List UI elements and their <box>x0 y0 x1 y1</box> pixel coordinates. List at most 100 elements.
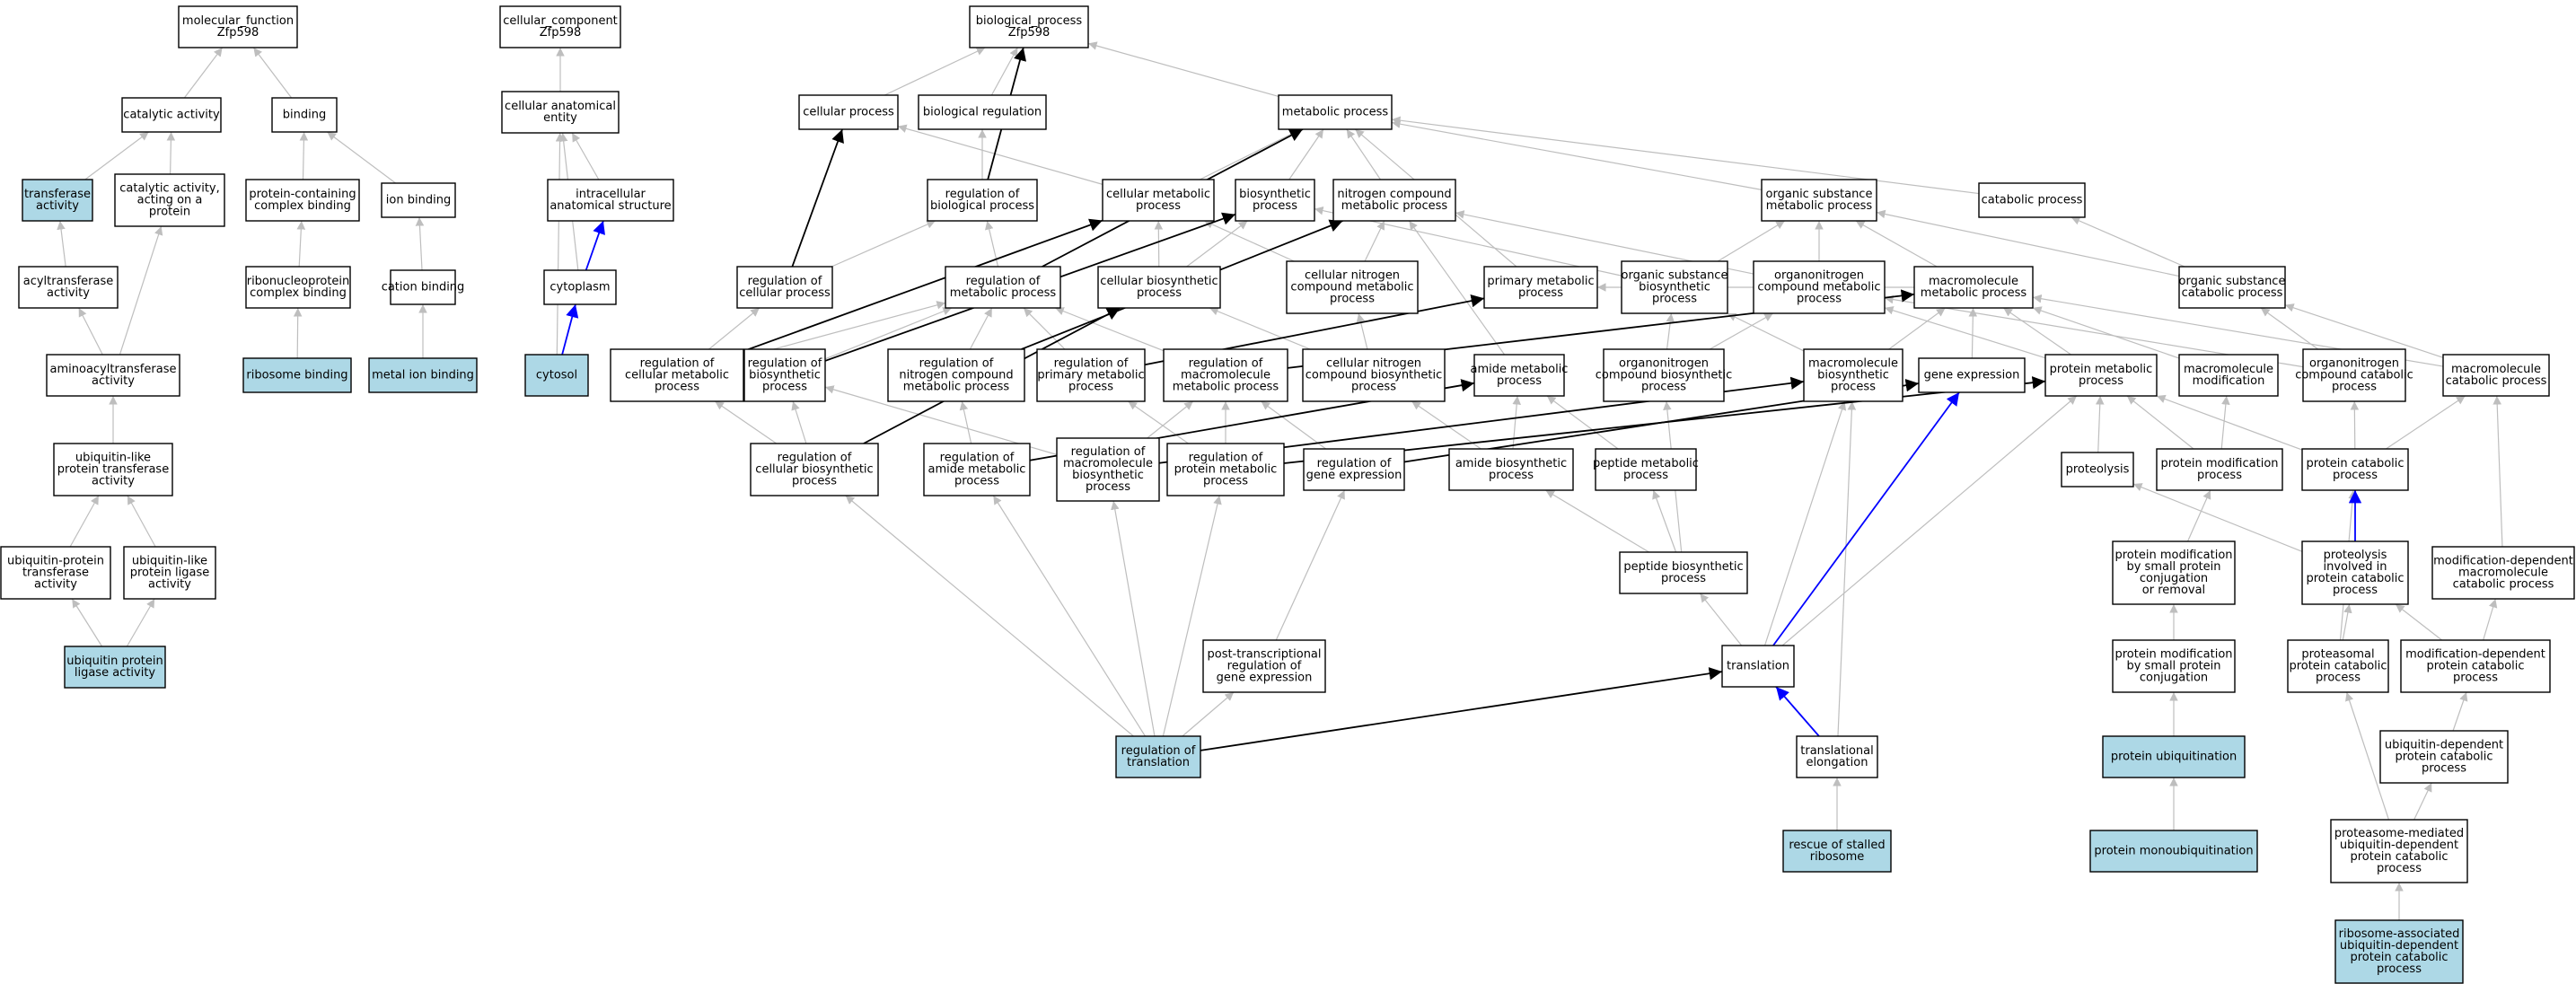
node-ionb[interactable]: ion binding <box>381 182 456 218</box>
node-catp[interactable]: catabolic process <box>1978 182 2086 218</box>
node-metb[interactable]: metal ion binding <box>368 357 478 393</box>
node-ribb[interactable]: ribosome binding <box>242 357 352 393</box>
node-raud[interactable]: ribosome-associatedubiquitin-dependentpr… <box>2334 919 2464 984</box>
node-box <box>123 546 216 600</box>
node-box <box>2301 540 2409 605</box>
node-label-line: cellular process <box>739 286 831 300</box>
node-label-line: ubiquitin-dependent <box>2385 739 2503 752</box>
node-box <box>2061 452 2134 488</box>
node-pubq[interactable]: protein ubiquitination <box>2102 735 2246 778</box>
node-box <box>2334 919 2464 984</box>
node-breg[interactable]: biological regulation <box>918 94 1047 130</box>
node-ge[interactable]: gene expression <box>1918 357 2026 393</box>
node-label-line: organonitrogen <box>1619 357 1709 371</box>
node-catb[interactable]: cation binding <box>382 269 465 305</box>
node-label-line: metabolic process <box>1173 381 1279 394</box>
node-label-line: catalytic activity <box>123 109 220 122</box>
node-label-line: ligase activity <box>75 666 156 680</box>
node-pmubq[interactable]: protein monoubiquitination <box>2089 830 2258 873</box>
node-bind[interactable]: binding <box>271 97 338 133</box>
node-pmud[interactable]: proteasome-mediatedubiquitin-dependentpr… <box>2330 819 2468 883</box>
node-label-line: compound metabolic <box>1290 281 1413 294</box>
node-label-line: process <box>1831 381 1876 394</box>
node-mp[interactable]: metabolic process <box>1278 94 1393 130</box>
node-label-line: peptide biosynthetic <box>1623 560 1743 574</box>
node-label-line: ribonucleoprotein <box>247 275 350 288</box>
node-cytosol[interactable]: cytosol <box>524 354 589 397</box>
node-mdmcp[interactable]: modification-dependentmacromoleculecatab… <box>2431 546 2575 600</box>
node-proteol[interactable]: proteolysis <box>2061 452 2134 488</box>
node-cp[interactable]: cellular process <box>798 94 899 130</box>
node-cyto[interactable]: cytoplasm <box>543 269 617 305</box>
edge-pmud-to-ppcp <box>2345 691 2390 821</box>
node-label-line: organonitrogen <box>2309 357 2399 371</box>
node-trans[interactable]: translation <box>1721 645 1795 688</box>
edge-ppcp-to-pipcp <box>2342 603 2352 641</box>
node-rmacbp[interactable]: regulation ofmacromoleculebiosyntheticpr… <box>1056 437 1160 502</box>
edge-ncmp-to-mp <box>1346 128 1382 180</box>
node-cat[interactable]: catalytic activity <box>121 97 222 133</box>
